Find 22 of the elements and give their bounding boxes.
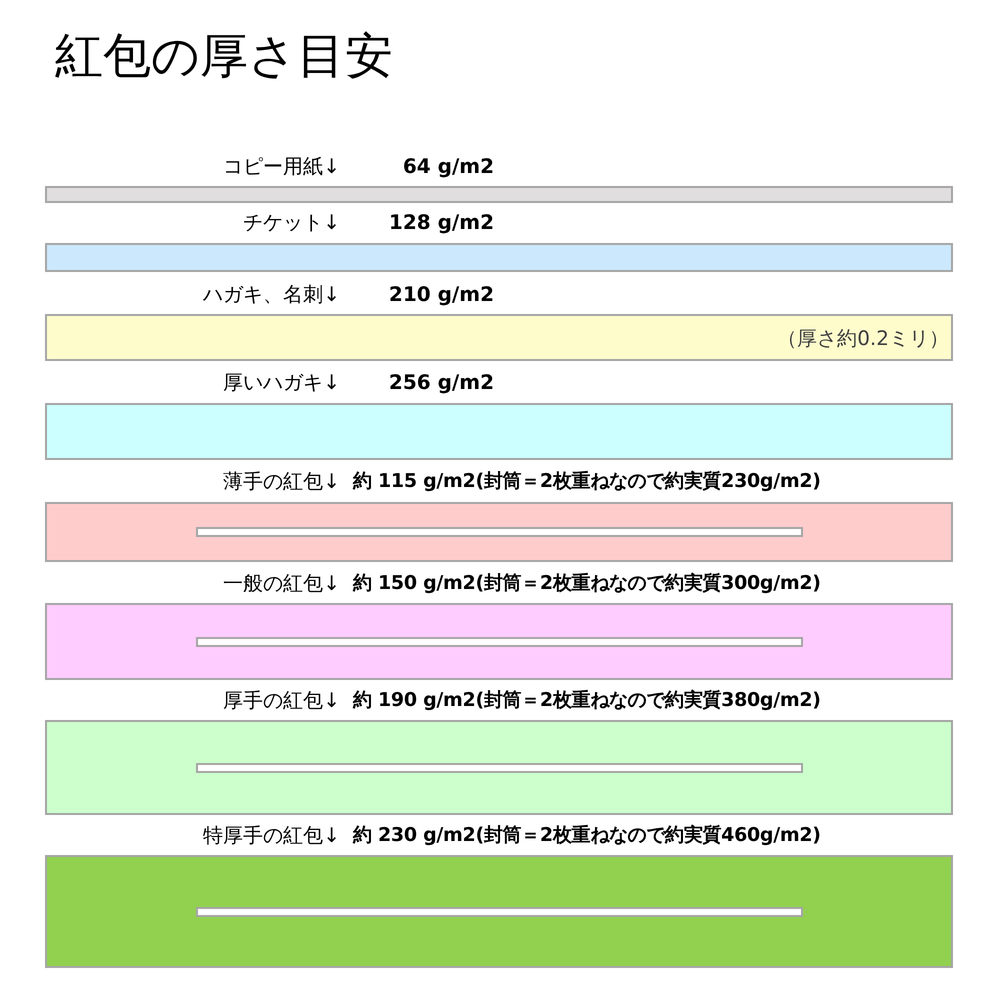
paper-label: ハガキ、名刺↓ [203, 281, 340, 308]
paper-label: 特厚手の紅包↓ [203, 822, 340, 849]
slot-bar [196, 906, 803, 916]
weight-value: 128 g/m2 [388, 209, 494, 236]
weight-value: 210 g/m2 [388, 281, 494, 308]
weight-value: 約 150 g/m2(封筒＝2枚重ねなので約実質300g/m2) [353, 571, 821, 596]
title: 紅包の厚さ目安 [55, 27, 393, 86]
weight-value: 約 230 g/m2(封筒＝2枚重ねなので約実質460g/m2) [353, 823, 821, 848]
weight-value: 約 115 g/m2(封筒＝2枚重ねなので約実質230g/m2) [353, 469, 821, 494]
paper-label: チケット↓ [243, 209, 340, 236]
slot-bar [196, 527, 803, 537]
paper-label: 厚いハガキ↓ [223, 369, 340, 396]
thickness-note: （厚さ約0.2ミリ） [777, 324, 949, 350]
slot-bar [196, 762, 803, 772]
paper-label: 薄手の紅包↓ [223, 468, 340, 495]
weight-value: 256 g/m2 [388, 369, 494, 396]
weight-value: 約 190 g/m2(封筒＝2枚重ねなので約実質380g/m2) [353, 688, 821, 713]
paper-label: 厚手の紅包↓ [223, 687, 340, 714]
weight-value: 64 g/m2 [402, 153, 494, 180]
slot-bar [196, 636, 803, 646]
paper-label: コピー用紙↓ [223, 153, 340, 180]
paper-label: 一般の紅包↓ [223, 570, 340, 597]
